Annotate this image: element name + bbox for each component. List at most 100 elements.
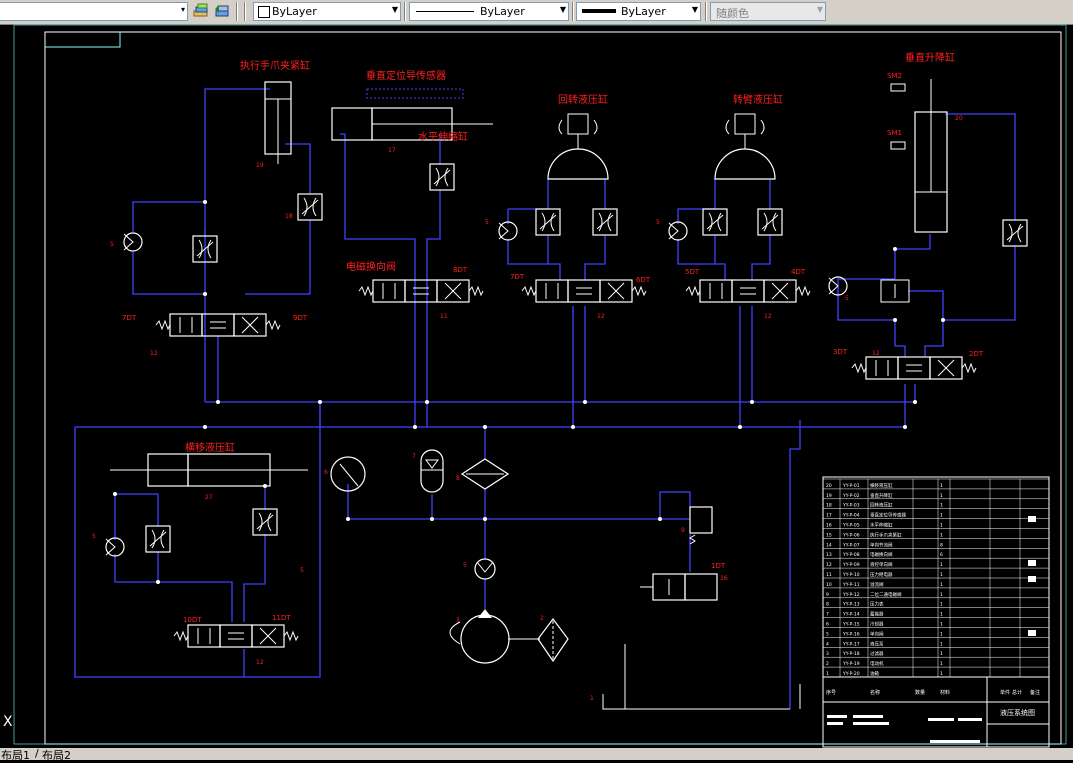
linetype-preview (416, 11, 474, 12)
plotstyle-control-dropdown[interactable]: 随颜色 ▼ (710, 2, 826, 21)
parts-row-code: YY-P-07 (842, 542, 860, 548)
num-7: 7 (412, 453, 416, 460)
drawing-canvas[interactable]: 执行手爪夹紧缸 垂直定位导传感器 水平伸缩缸 回转液压缸 转臂液压缸 垂直升降缸… (0, 24, 1073, 748)
parts-row-code: YY-P-18 (842, 651, 860, 657)
title-block-footer-label: 序号 (826, 689, 836, 696)
toolbar-separator (404, 2, 406, 21)
num-8: 8 (456, 475, 460, 482)
label-em-valve: 电磁换向阀 (346, 260, 396, 273)
lineweight-preview (582, 9, 616, 13)
parts-row-name: 回转液压缸 (870, 502, 893, 509)
linetype-control-dropdown[interactable]: ByLayer ▼ (409, 2, 569, 21)
throttle-valves (145, 163, 1028, 553)
toolbar-separator (236, 2, 238, 21)
ucs-icon: X (3, 714, 13, 730)
parts-row-index: 20 (826, 483, 832, 489)
feed-cylinder (110, 453, 308, 487)
sol-c-r: 6DT (636, 276, 651, 284)
num-12e: 12 (256, 659, 264, 666)
parts-row-name: 液压泵 (870, 640, 884, 647)
toolbar-separator (572, 2, 574, 21)
num-5e: 5 (92, 533, 96, 540)
parts-row-name: 二位二通电磁阀 (870, 591, 902, 598)
sol-d-l: 5DT (685, 268, 700, 276)
directional-valves (155, 279, 977, 648)
parts-row-qty: 1 (940, 612, 943, 618)
parts-row-index: 3 (826, 651, 829, 657)
layout-tabs: 布局1 / 布局2 (0, 747, 1073, 762)
parts-row-code: YY-P-08 (842, 552, 860, 558)
num-2: 2 (540, 615, 544, 622)
sol-low-r: 11DT (272, 614, 291, 622)
lineweight-control-value: ByLayer (621, 5, 666, 18)
parts-row-name: 电动机 (870, 660, 884, 667)
parts-row-index: 16 (826, 523, 832, 529)
parts-row-index: 5 (826, 631, 829, 637)
parts-row-qty: 1 (940, 562, 943, 568)
parts-row-code: YY-P-20 (842, 671, 860, 677)
parts-row-index: 15 (826, 532, 832, 538)
parts-row-name: 溢流阀 (870, 581, 884, 588)
sol-left-r: 9DT (293, 314, 308, 322)
power-unit (330, 449, 713, 664)
plotstyle-control-value: 随颜色 (716, 7, 749, 20)
parts-row-code: YY-P-10 (842, 572, 860, 578)
sol-mid-r: 8DT (453, 266, 468, 274)
parts-row-name: 电磁换向阀 (870, 551, 893, 558)
parts-row-code: YY-P-05 (842, 523, 860, 529)
layer-previous-icon[interactable] (214, 3, 230, 19)
lineweight-control-dropdown[interactable]: ByLayer ▼ (576, 2, 701, 21)
num-12a: 12 (150, 350, 158, 357)
linetype-control-value: ByLayer (480, 5, 525, 18)
parts-row-qty: 1 (940, 631, 943, 637)
chevron-down-icon: ▾ (180, 5, 185, 14)
toolbar-separator (244, 2, 246, 21)
parts-row-name: 水平伸缩缸 (870, 522, 893, 529)
title-block-footer-label: 单件 (1000, 689, 1010, 696)
tab-layout1[interactable]: 布局1 (1, 749, 30, 762)
color-control-dropdown[interactable]: ByLayer ▼ (253, 2, 401, 21)
parts-row-name: 垂直升降缸 (870, 492, 893, 499)
parts-row-name: 压力继电器 (870, 571, 893, 578)
viewport-border (13, 24, 1067, 745)
label-rotary-b: 转臂液压缸 (733, 93, 783, 106)
sol-c-l: 7DT (510, 273, 525, 281)
parts-row-name: 压力表 (870, 601, 884, 608)
parts-row-index: 10 (826, 582, 832, 588)
parts-row-code: YY-P-11 (842, 582, 860, 588)
parts-row-code: YY-P-09 (842, 562, 860, 568)
parts-row-index: 17 (826, 513, 832, 519)
horizontal-cylinder (331, 107, 493, 141)
num-3: 3 (456, 617, 460, 624)
parts-row-index: 1 (826, 671, 829, 677)
color-control-value: ByLayer (272, 5, 317, 18)
parts-row-code: YY-P-16 (842, 631, 860, 637)
layer-dropdown[interactable]: ▾ (0, 2, 188, 21)
parts-row-index: 12 (826, 562, 832, 568)
num-5f: 5 (300, 567, 304, 574)
parts-row-code: YY-P-01 (842, 483, 860, 489)
num-18: 18 (285, 213, 293, 220)
num-19: 19 (256, 162, 264, 169)
label-feed-cylinder: 横移液压缸 (185, 441, 235, 454)
check-valves (105, 221, 848, 557)
label-rotary-a: 回转液压缸 (558, 93, 608, 106)
parts-row-qty: 1 (940, 582, 943, 588)
viewport-corner (45, 32, 121, 48)
parts-row-qty: 6 (940, 552, 943, 558)
properties-toolbar: ▾ ByLayer ▼ ByLayer ▼ ByLayer ▼ 随颜色 ▼ (0, 0, 1073, 25)
parts-row-qty: 8 (940, 542, 943, 548)
label-lift-cylinder: 垂直升降缸 (905, 51, 955, 64)
toolbar-separator (705, 2, 707, 21)
num-5g: 5 (463, 562, 467, 569)
parts-row-name: 油箱 (870, 670, 879, 677)
make-layer-current-icon[interactable] (193, 3, 209, 19)
tank-lines (602, 644, 801, 710)
tab-layout2[interactable]: 布局2 (42, 749, 71, 762)
parts-row-code: YY-P-13 (842, 602, 860, 608)
label-sm2: SM2 (887, 72, 902, 80)
parts-row-qty: 1 (940, 602, 943, 608)
parts-row-qty: 1 (940, 592, 943, 598)
num-5a: 5 (110, 241, 114, 248)
num-6: 6 (324, 469, 328, 476)
